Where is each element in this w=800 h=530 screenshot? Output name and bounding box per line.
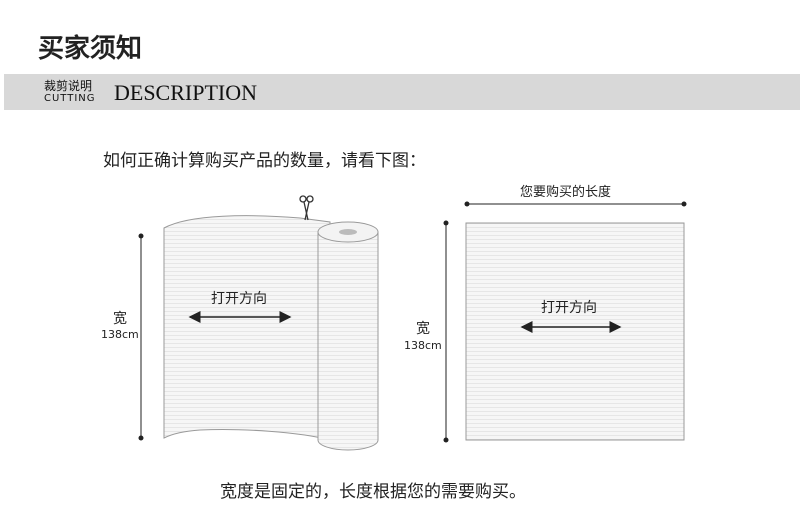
- sheet-width-dimension-top-dot: [443, 220, 449, 226]
- roll-width-dimension-top-dot: [138, 233, 144, 239]
- footer-note: 宽度是固定的，长度根据您的需要购买。: [220, 482, 526, 502]
- sheet-length-dimension-right-dot: [681, 201, 687, 207]
- section-banner: 裁剪说明 CUTTING DESCRIPTION: [4, 74, 800, 110]
- fabric-roll-cylinder: [317, 231, 379, 451]
- sheet-length-label: 您要购买的长度: [520, 185, 612, 200]
- sheet-width-value: 138cm: [404, 339, 442, 352]
- sheet-direction-label: 打开方向: [541, 300, 597, 316]
- roll-direction-label: 打开方向: [211, 291, 267, 307]
- sheet-width-dimension-bottom-dot: [443, 437, 449, 443]
- page-title: 买家须知: [38, 34, 143, 64]
- unrolled-fabric-sheet: [163, 215, 331, 441]
- roll-width-dimension-bottom-dot: [138, 435, 144, 441]
- sheet-width-label: 宽: [416, 321, 430, 337]
- scissors-icon: [299, 195, 314, 221]
- roll-width-value: 138cm: [101, 328, 139, 341]
- instruction-question: 如何正确计算购买产品的数量，请看下图：: [103, 151, 426, 171]
- roll-width-label: 宽: [113, 311, 127, 327]
- banner-description-label: DESCRIPTION: [114, 80, 258, 105]
- flat-fabric-sheet: [465, 222, 685, 441]
- banner-english-label: CUTTING: [44, 93, 96, 104]
- fabric-roll-core: [339, 229, 357, 235]
- sheet-diagram: [443, 201, 687, 443]
- roll-diagram: [138, 195, 379, 451]
- banner-chinese-label: 裁剪说明: [44, 79, 93, 93]
- sheet-length-dimension-left-dot: [464, 201, 470, 207]
